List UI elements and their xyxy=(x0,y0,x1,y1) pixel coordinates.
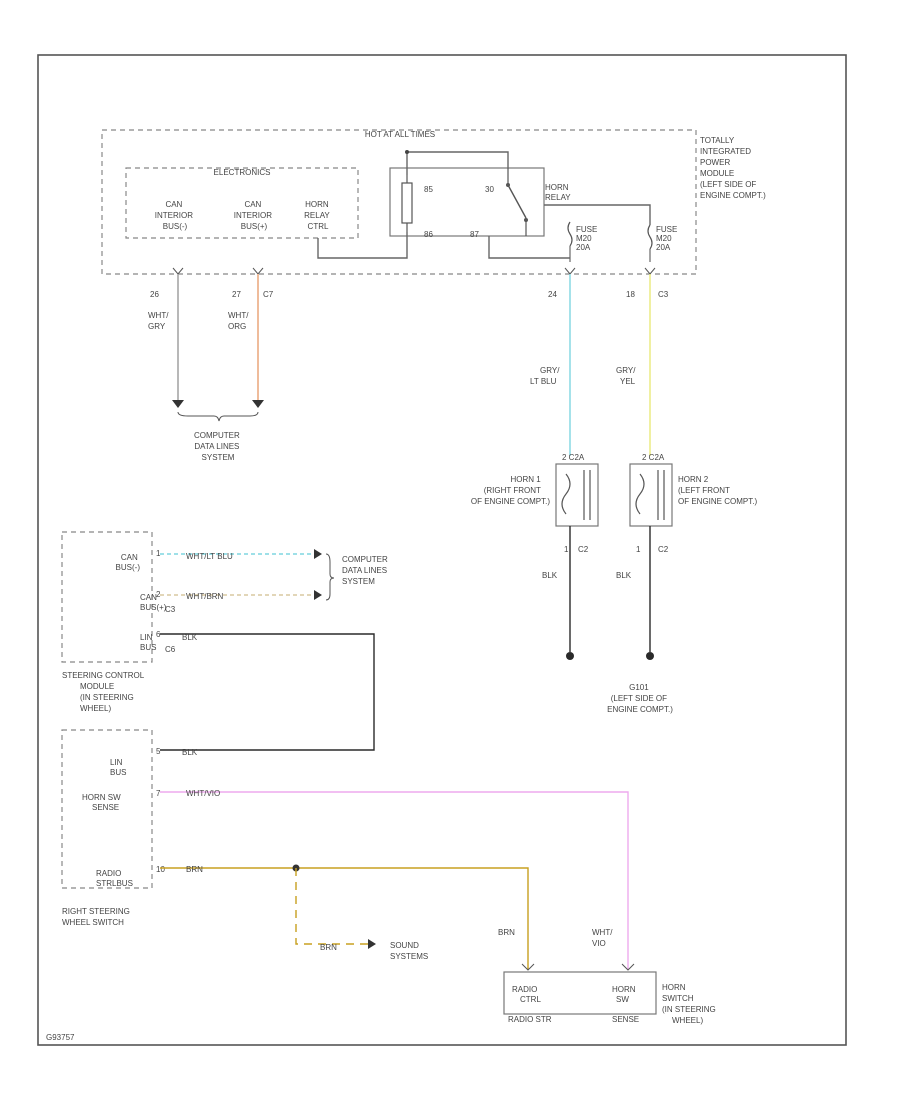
svg-text:LIN BUS: LIN BUS xyxy=(110,758,126,777)
fuse-1: FUSE M20 20A xyxy=(567,221,600,252)
cdl-top-label: COMPUTER DATA LINES SYSTEM xyxy=(194,431,242,462)
horn-1-label: HORN 1 (RIGHT FRONT OF ENGINE COMPT.) xyxy=(471,475,550,506)
brace-cdl-mid xyxy=(325,553,335,601)
svg-text:FUSE M20 20A: FUSE M20 20A xyxy=(656,225,680,252)
footer-code: G93757 xyxy=(46,1033,75,1042)
brace-cdl-top xyxy=(177,411,259,422)
svg-text:BLK: BLK xyxy=(182,748,198,757)
svg-text:85: 85 xyxy=(424,185,433,194)
svg-text:C6: C6 xyxy=(165,645,176,654)
svg-text:86: 86 xyxy=(424,230,433,239)
tipm-module: HOT AT ALL TIMES TOTALLY INTEGRATED POWE… xyxy=(101,129,766,275)
arrow-cdl-2 xyxy=(252,400,264,408)
arrow-cdl-1 xyxy=(172,400,184,408)
wire-can-minus-tipm: 26 WHT/ GRY xyxy=(148,274,179,400)
wire-can-plus-tipm: 27 C7 WHT/ ORG xyxy=(228,274,274,400)
svg-text:FUSE M20 20A: FUSE M20 20A xyxy=(576,225,600,252)
svg-text:C2: C2 xyxy=(658,545,669,554)
relay-coil xyxy=(401,182,413,224)
steering-control-module: CAN BUS(-) CAN BUS(+) LIN BUS 1 2 C3 6 C… xyxy=(61,531,176,713)
svg-text:24: 24 xyxy=(548,290,557,299)
svg-text:BRN: BRN xyxy=(320,943,337,952)
svg-text:SENSE: SENSE xyxy=(612,1015,639,1024)
svg-text:GRY/ LT BLU: GRY/ LT BLU xyxy=(530,366,562,386)
svg-text:1: 1 xyxy=(564,545,569,554)
svg-text:C3: C3 xyxy=(658,290,669,299)
sound-label: SOUND SYSTEMS xyxy=(390,941,428,961)
svg-text:26: 26 xyxy=(150,290,159,299)
svg-text:7: 7 xyxy=(156,789,161,798)
svg-text:CAN BUS(-): CAN BUS(-) xyxy=(116,553,141,572)
horn-2: 2 C2A HORN 2 (LEFT FRONT OF ENGINE COMPT… xyxy=(616,453,757,660)
svg-text:RADIO STRLBUS: RADIO STRLBUS xyxy=(96,869,133,888)
svg-text:2 C2A: 2 C2A xyxy=(642,453,665,462)
svg-text:WHT/ ORG: WHT/ ORG xyxy=(228,311,251,331)
horn-switch-label: HORN SWITCH (IN STEERING WHEEL) xyxy=(662,983,718,1025)
horn-1: 2 C2A HORN 1 (RIGHT FRONT OF ENGINE COMP… xyxy=(471,453,599,660)
wire-horn1-feed: 24 GRY/ LT BLU xyxy=(530,274,571,456)
can-interior-bus-plus: CAN INTERIOR BUS(+) xyxy=(234,200,274,231)
svg-text:LIN BUS: LIN BUS xyxy=(140,633,156,652)
svg-text:WHT/ VIO: WHT/ VIO xyxy=(592,928,615,948)
svg-text:WHT/BRN: WHT/BRN xyxy=(186,592,224,601)
svg-text:HORN SW SENSE: HORN SW SENSE xyxy=(82,793,123,812)
wire-lin-bus xyxy=(160,633,375,751)
svg-text:2: 2 xyxy=(156,590,161,599)
svg-text:RADIO STR: RADIO STR xyxy=(508,1015,552,1024)
svg-text:HORN SW: HORN SW xyxy=(612,985,638,1004)
svg-text:10: 10 xyxy=(156,865,165,874)
svg-text:CAN BUS(+): CAN BUS(+) xyxy=(140,593,167,612)
svg-text:1: 1 xyxy=(636,545,641,554)
horn-relay-ctrl-label: HORN RELAY CTRL xyxy=(304,200,332,231)
horn-2-label: HORN 2 (LEFT FRONT OF ENGINE COMPT.) xyxy=(678,475,757,506)
rsws-label: RIGHT STEERING WHEEL SWITCH xyxy=(62,907,132,927)
svg-text:GRY/ YEL: GRY/ YEL xyxy=(616,366,638,386)
svg-text:WHT/ GRY: WHT/ GRY xyxy=(148,311,171,331)
svg-text:27: 27 xyxy=(232,290,241,299)
wire-horn2-feed: 18 C3 GRY/ YEL xyxy=(616,274,669,456)
ground-label: G101 (LEFT SIDE OF ENGINE COMPT.) xyxy=(607,683,673,714)
diagram-frame xyxy=(37,54,847,1046)
svg-text:BRN: BRN xyxy=(498,928,515,937)
cdl-mid-label: COMPUTER DATA LINES SYSTEM xyxy=(342,555,390,586)
svg-text:1: 1 xyxy=(156,549,161,558)
svg-text:BLK: BLK xyxy=(182,633,198,642)
svg-text:C7: C7 xyxy=(263,290,274,299)
horn-switch: BRN WHT/ VIO RADIO CTRL HORN SW RADIO ST… xyxy=(498,928,718,1025)
relay-label: HORN RELAY xyxy=(545,183,571,202)
horn-relay: 85 30 86 87 HORN RELAY xyxy=(389,167,571,239)
svg-text:C3: C3 xyxy=(165,605,176,614)
scm-label: STEERING CONTROL MODULE (IN STEERING WHE… xyxy=(62,671,146,713)
tipm-hot-label: HOT AT ALL TIMES xyxy=(365,130,435,139)
svg-text:18: 18 xyxy=(626,290,635,299)
wire-sound xyxy=(295,868,370,945)
can-interior-bus-minus: CAN INTERIOR BUS(-) xyxy=(155,200,195,231)
fuse-2: FUSE M20 20A xyxy=(647,224,680,252)
svg-text:6: 6 xyxy=(156,630,161,639)
svg-text:WHT/LT BLU: WHT/LT BLU xyxy=(186,552,233,561)
svg-text:30: 30 xyxy=(485,185,494,194)
svg-text:BLK: BLK xyxy=(542,571,558,580)
wire-radio xyxy=(160,867,529,970)
electronics-label: ELECTRONICS xyxy=(214,168,271,177)
tipm-label: TOTALLY INTEGRATED POWER MODULE (LEFT SI… xyxy=(700,136,766,200)
svg-text:87: 87 xyxy=(470,230,479,239)
svg-text:RADIO CTRL: RADIO CTRL xyxy=(512,985,541,1004)
svg-text:2 C2A: 2 C2A xyxy=(562,453,585,462)
svg-text:5: 5 xyxy=(156,747,161,756)
svg-text:C2: C2 xyxy=(578,545,589,554)
svg-text:WHT/VIO: WHT/VIO xyxy=(186,789,220,798)
right-steering-wheel-switch: LIN BUS HORN SW SENSE RADIO STRLBUS 5 7 … xyxy=(61,729,165,927)
svg-text:BRN: BRN xyxy=(186,865,203,874)
wire-horn-sense xyxy=(160,791,629,970)
svg-text:BLK: BLK xyxy=(616,571,632,580)
